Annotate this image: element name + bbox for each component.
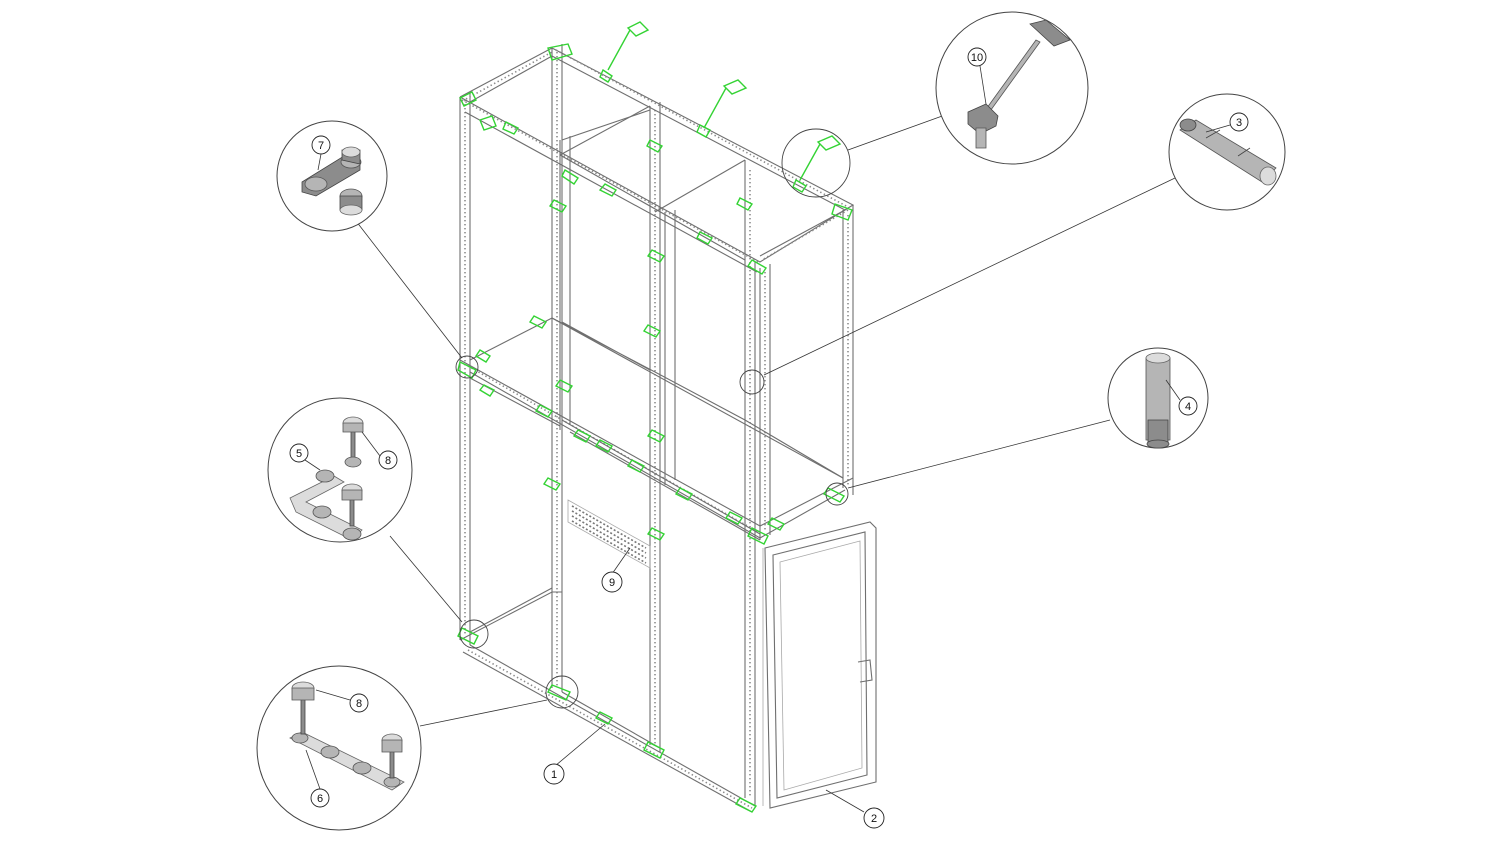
standoff-icon — [304, 176, 328, 192]
vertical-posts — [459, 44, 854, 806]
handle-plate-icon — [1029, 19, 1071, 47]
detail-circle-7 — [276, 120, 388, 232]
vent-panel — [567, 499, 651, 569]
connector-brackets — [457, 43, 853, 813]
ring-joint-7 — [455, 355, 479, 379]
top-beams — [459, 47, 855, 273]
balloon-3-label: 3 — [1236, 117, 1242, 129]
ring-joint-6 — [545, 675, 579, 709]
detail-circle-6-8 — [256, 665, 422, 831]
balloon-8b-label: 8 — [356, 698, 362, 710]
ring-joint-3 — [739, 369, 765, 395]
balloon-labels: 1 2 3 4 5 6 7 8 8 9 10 — [296, 52, 1242, 825]
ring-joint-4 — [825, 482, 849, 506]
middle-beams — [459, 317, 854, 541]
bottom-beams — [459, 587, 756, 813]
detail-circle-5-8 — [267, 397, 413, 543]
leader-lines — [355, 114, 1176, 813]
ring-joint-5 — [459, 619, 489, 649]
main-balloons — [543, 571, 885, 829]
balloon-6-label: 6 — [317, 793, 323, 805]
lifting-handles — [607, 21, 842, 181]
corner-plate-icon — [289, 475, 363, 541]
balloon-10-label: 10 — [971, 52, 983, 64]
balloon-8a-label: 8 — [385, 455, 391, 467]
enclosure-frame — [457, 21, 877, 813]
detail-circle-10 — [935, 11, 1089, 165]
ring-joint-10 — [781, 128, 851, 198]
door-frame — [762, 521, 877, 809]
callout-rings — [455, 128, 851, 709]
detail-circle-4 — [1107, 347, 1209, 449]
balloon-7-label: 7 — [318, 140, 324, 152]
detail-circle-3 — [1168, 93, 1286, 211]
balloon-1-label: 1 — [551, 769, 557, 781]
balloon-5-label: 5 — [296, 448, 302, 460]
balloon-4-label: 4 — [1185, 401, 1191, 413]
balloon-2-label: 2 — [871, 813, 877, 825]
balloon-9-label: 9 — [609, 577, 615, 589]
